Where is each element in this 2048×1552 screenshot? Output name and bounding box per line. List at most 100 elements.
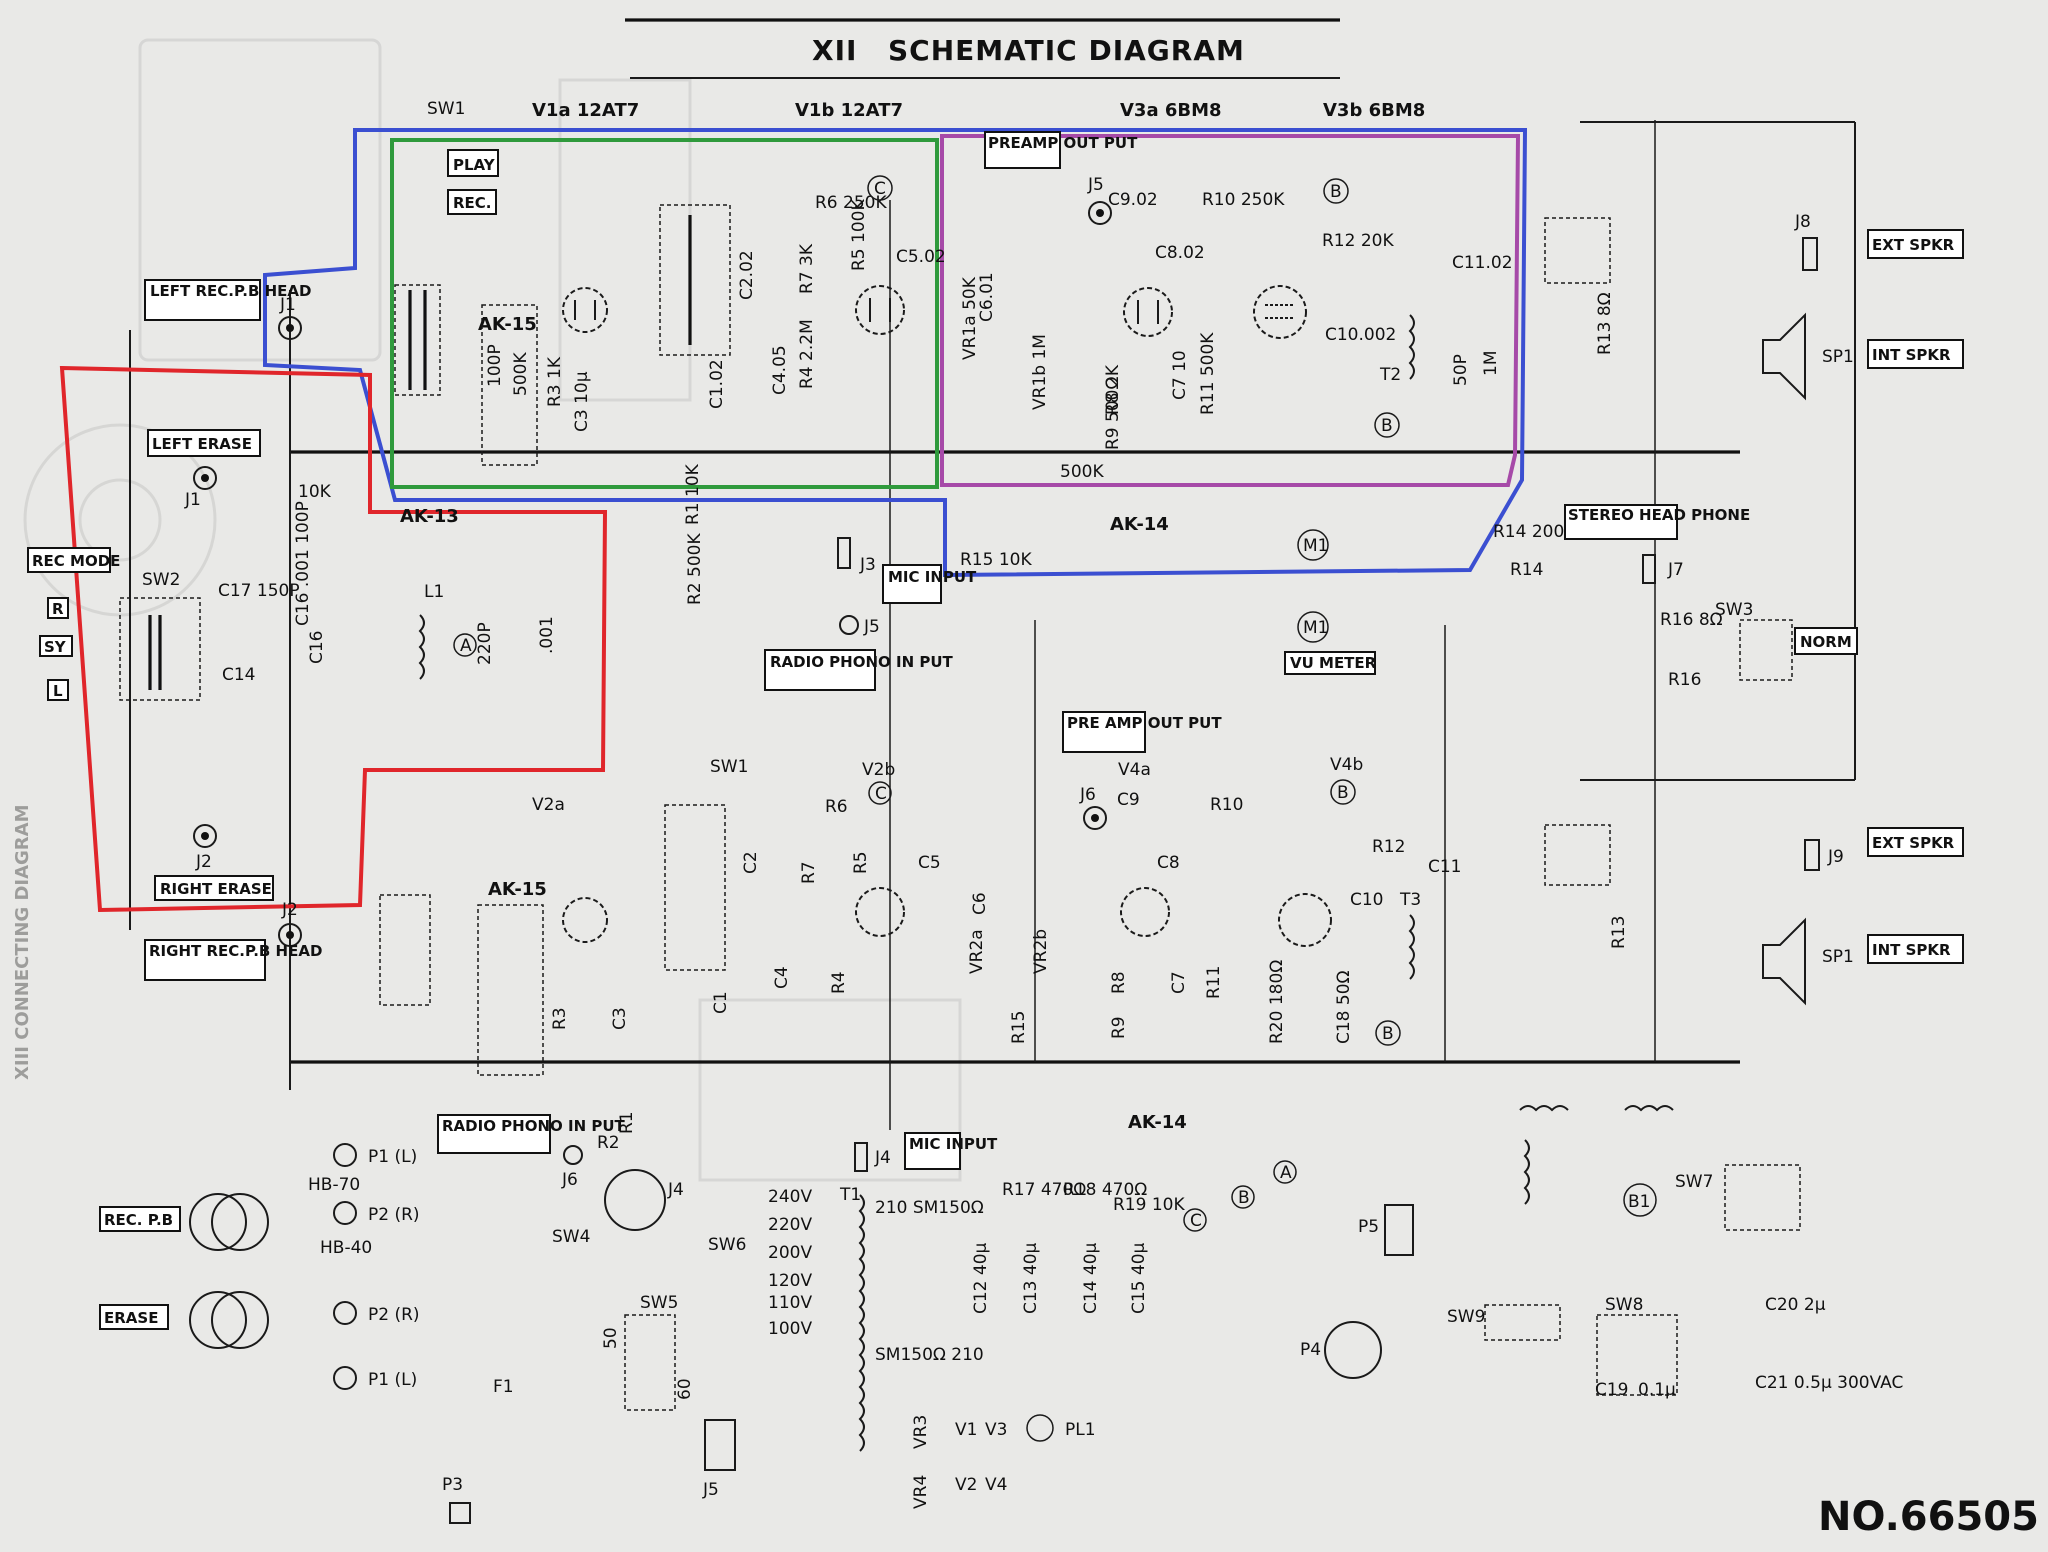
purple-region [940, 134, 1521, 487]
c14-label: C14 [222, 665, 256, 685]
meter-m1-mid [1297, 611, 1329, 643]
j4-label: J4 [874, 1148, 891, 1168]
c220p-label: 220P [475, 622, 495, 665]
section-number: XII [812, 34, 857, 67]
vr1a-label: VR1a 50K [960, 276, 980, 360]
mic-input-bot-box [904, 1132, 961, 1170]
tube-v3b [1253, 285, 1307, 339]
ground-rails [129, 120, 1856, 1130]
channel-left: SW1 V1a 12AT7 V1b 12AT7 V3a 6BM8 V3b 6BM… [144, 99, 1964, 691]
v200-label: 200V [768, 1243, 812, 1263]
node-c-mid-label: C [875, 784, 887, 804]
power-supply: J4 SW4 SW6 SW5 50 60 F1 J5 P3 240V 220V … [442, 1160, 1297, 1524]
r6b-label: R6 [825, 797, 848, 817]
hb40-label: HB-40 [320, 1238, 372, 1258]
sw4-label: SW4 [552, 1227, 590, 1247]
stereo-phone-box [1564, 504, 1678, 540]
din-jack-j4 [604, 1169, 666, 1231]
l1-label: L1 [424, 582, 444, 602]
preamp-out-top-label: PREAMP OUT PUT [988, 134, 1138, 152]
ak14-bot-label: AK-14 [1128, 1112, 1187, 1133]
c2b-label: C2 [741, 851, 761, 874]
vr4-label: VR4 [911, 1475, 931, 1509]
r17-label: R17 470Ω [1002, 1180, 1086, 1200]
vr2a-label: VR2a [967, 929, 987, 974]
c9b-label: C9 [1117, 790, 1140, 810]
ext-spkr-2-label: EXT SPKR [1872, 834, 1955, 852]
tube-v2b [855, 887, 905, 937]
document-number: NO.66505 [1818, 1494, 2039, 1540]
sm150b-label: SM150Ω 210 [875, 1345, 984, 1365]
j1-top-label: J1 [279, 295, 296, 315]
p1l-b-label: P1 (L) [368, 1370, 417, 1390]
r10-label: R10 250K [1202, 190, 1285, 210]
tube-v2a-label: V2a [532, 795, 565, 815]
v240-label: 240V [768, 1187, 812, 1207]
r500k-ak14-label: 500K [1060, 462, 1104, 482]
hz50-label: 50 [601, 1327, 621, 1349]
j6-bot-label: J6 [561, 1170, 578, 1190]
ext-spkr-1-label: EXT SPKR [1872, 236, 1955, 254]
c21-label: C21 0.5μ 300VAC [1755, 1373, 1903, 1393]
r5b-label: R5 [851, 851, 871, 874]
power-plug-icon [449, 1502, 471, 1524]
tube-v4a [1120, 887, 1170, 937]
int-spkr-1-label: INT SPKR [1872, 346, 1951, 364]
c11-label: C11.02 [1452, 253, 1513, 273]
l-label: L [53, 682, 63, 700]
sw8-label: SW8 [1605, 1295, 1643, 1315]
t3-label: T3 [1399, 890, 1421, 910]
c2-label: C2.02 [737, 250, 757, 300]
v1-label: V1 [955, 1420, 977, 1440]
diagram-title: SCHEMATIC DIAGRAM [888, 34, 1245, 67]
r6-label: R6 250K [815, 193, 887, 213]
battery-b1 [1623, 1183, 1657, 1217]
right-head-box [144, 939, 266, 981]
j5-top-label: J5 [1087, 175, 1104, 195]
node-c-ps [1183, 1208, 1207, 1232]
node-b-ps [1231, 1185, 1255, 1209]
c20-label: C20 2μ [1765, 1295, 1826, 1315]
r16b-label: R16 [1668, 670, 1701, 690]
sw5-label: SW5 [640, 1293, 678, 1313]
vu-meter-label: VU METER [1290, 654, 1377, 672]
c16a-label: C16 .001 100P [293, 501, 313, 626]
play-label: PLAY [453, 156, 496, 174]
ak13-section: AK-13 J1 10K REC MODE R SY L SW2 C17 150… [27, 466, 557, 901]
mic-input-bot-label: MIC INPUT [909, 1135, 998, 1153]
tube-v3a [1123, 287, 1173, 337]
c15-label: C15 40μ [1129, 1242, 1149, 1314]
r1b-label: R1 [617, 1111, 637, 1134]
green-region [390, 138, 939, 489]
ext-spkr-1-box [1867, 229, 1964, 259]
j2-mid-label: J2 [195, 852, 212, 872]
left-head-label: LEFT REC.P.B HEAD [150, 282, 311, 300]
pilot-lamp [1026, 1414, 1054, 1442]
r1-label: R1 10K [683, 463, 703, 525]
c1-label: C1.02 [707, 359, 727, 409]
c5-label: C5.02 [896, 247, 946, 267]
sw1-top-label: SW1 [427, 99, 465, 119]
r8b-label: R8 [1109, 971, 1129, 994]
c4b-label: C4 [772, 966, 792, 989]
channel-right: SW1 V2a V2b C J2 RIGHT REC.P.B HEAD AK-1… [144, 711, 1964, 1190]
jack-j1-mid [193, 466, 217, 490]
vr2b-label: VR2b [1031, 929, 1051, 974]
c4-label: C4.05 [770, 345, 790, 395]
right-erase-box [154, 875, 274, 901]
p2r-b-label: P2 (R) [368, 1305, 420, 1325]
tube-v1b [855, 285, 905, 335]
node-c-top-label: C [874, 179, 886, 199]
r3b-label: R3 [550, 1007, 570, 1030]
sw9-label: SW9 [1447, 1307, 1485, 1327]
left-erase-box [147, 429, 261, 457]
jack-j1-top [278, 316, 302, 340]
j9-label: J9 [1827, 847, 1844, 867]
sy-label: SY [44, 638, 67, 656]
tube-v4b [1278, 893, 1332, 947]
tube-v2b-label: V2b [862, 760, 895, 780]
node-b-top-label: B [1330, 182, 1342, 202]
r12b-label: R12 [1372, 837, 1405, 857]
c19-label: C19 [1595, 1380, 1629, 1400]
jack-j6-bot [563, 1145, 583, 1165]
